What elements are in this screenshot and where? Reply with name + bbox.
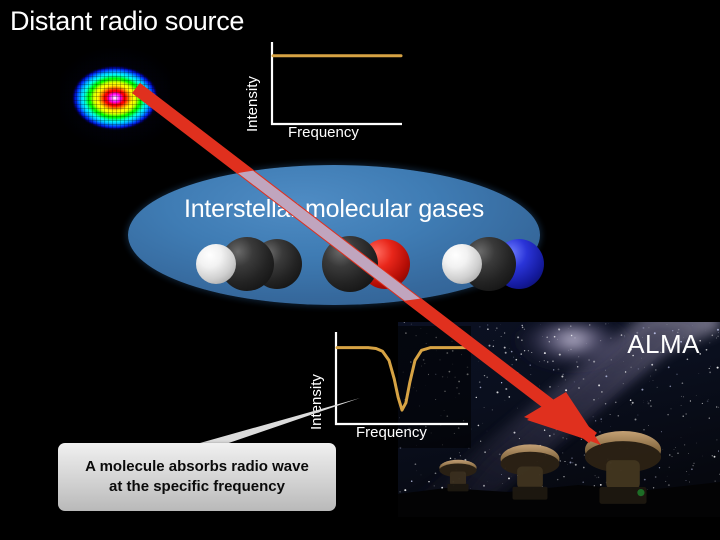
atom-hydrogen (196, 244, 236, 284)
atom-hydrogen (442, 244, 482, 284)
callout-box: A molecule absorbs radio wave at the spe… (58, 443, 336, 511)
x-axis-label: Frequency (356, 424, 427, 441)
callout-text: A molecule absorbs radio wave at the spe… (75, 457, 319, 498)
callout-line-2: at the specific frequency (109, 478, 285, 495)
y-axis-label: Intensity (308, 374, 325, 430)
molecular-cloud-label: Interstellar molecular gases (183, 195, 485, 223)
alma-antenna (439, 459, 477, 492)
radio-source-image (60, 48, 170, 148)
molecule-carbon-monoxide (322, 236, 416, 292)
radio-source-pixel-grid (60, 48, 170, 148)
atom-carbon (322, 236, 378, 292)
callout-line-1: A molecule absorbs radio wave (85, 457, 309, 475)
x-axis-label: Frequency (288, 124, 359, 141)
y-axis-label: Intensity (244, 76, 261, 132)
absorption-spectrum-chart: Intensity Frequency (296, 326, 471, 448)
continuum-spectrum-chart: Intensity Frequency (230, 36, 405, 144)
molecule-hydrogen-cyanide (442, 236, 544, 292)
molecule-acetylene-fragment (196, 236, 306, 292)
alma-antenna (584, 431, 662, 504)
alma-label: ALMA (627, 329, 700, 359)
page-title: Distant radio source (10, 6, 245, 36)
alma-antenna (500, 444, 560, 500)
